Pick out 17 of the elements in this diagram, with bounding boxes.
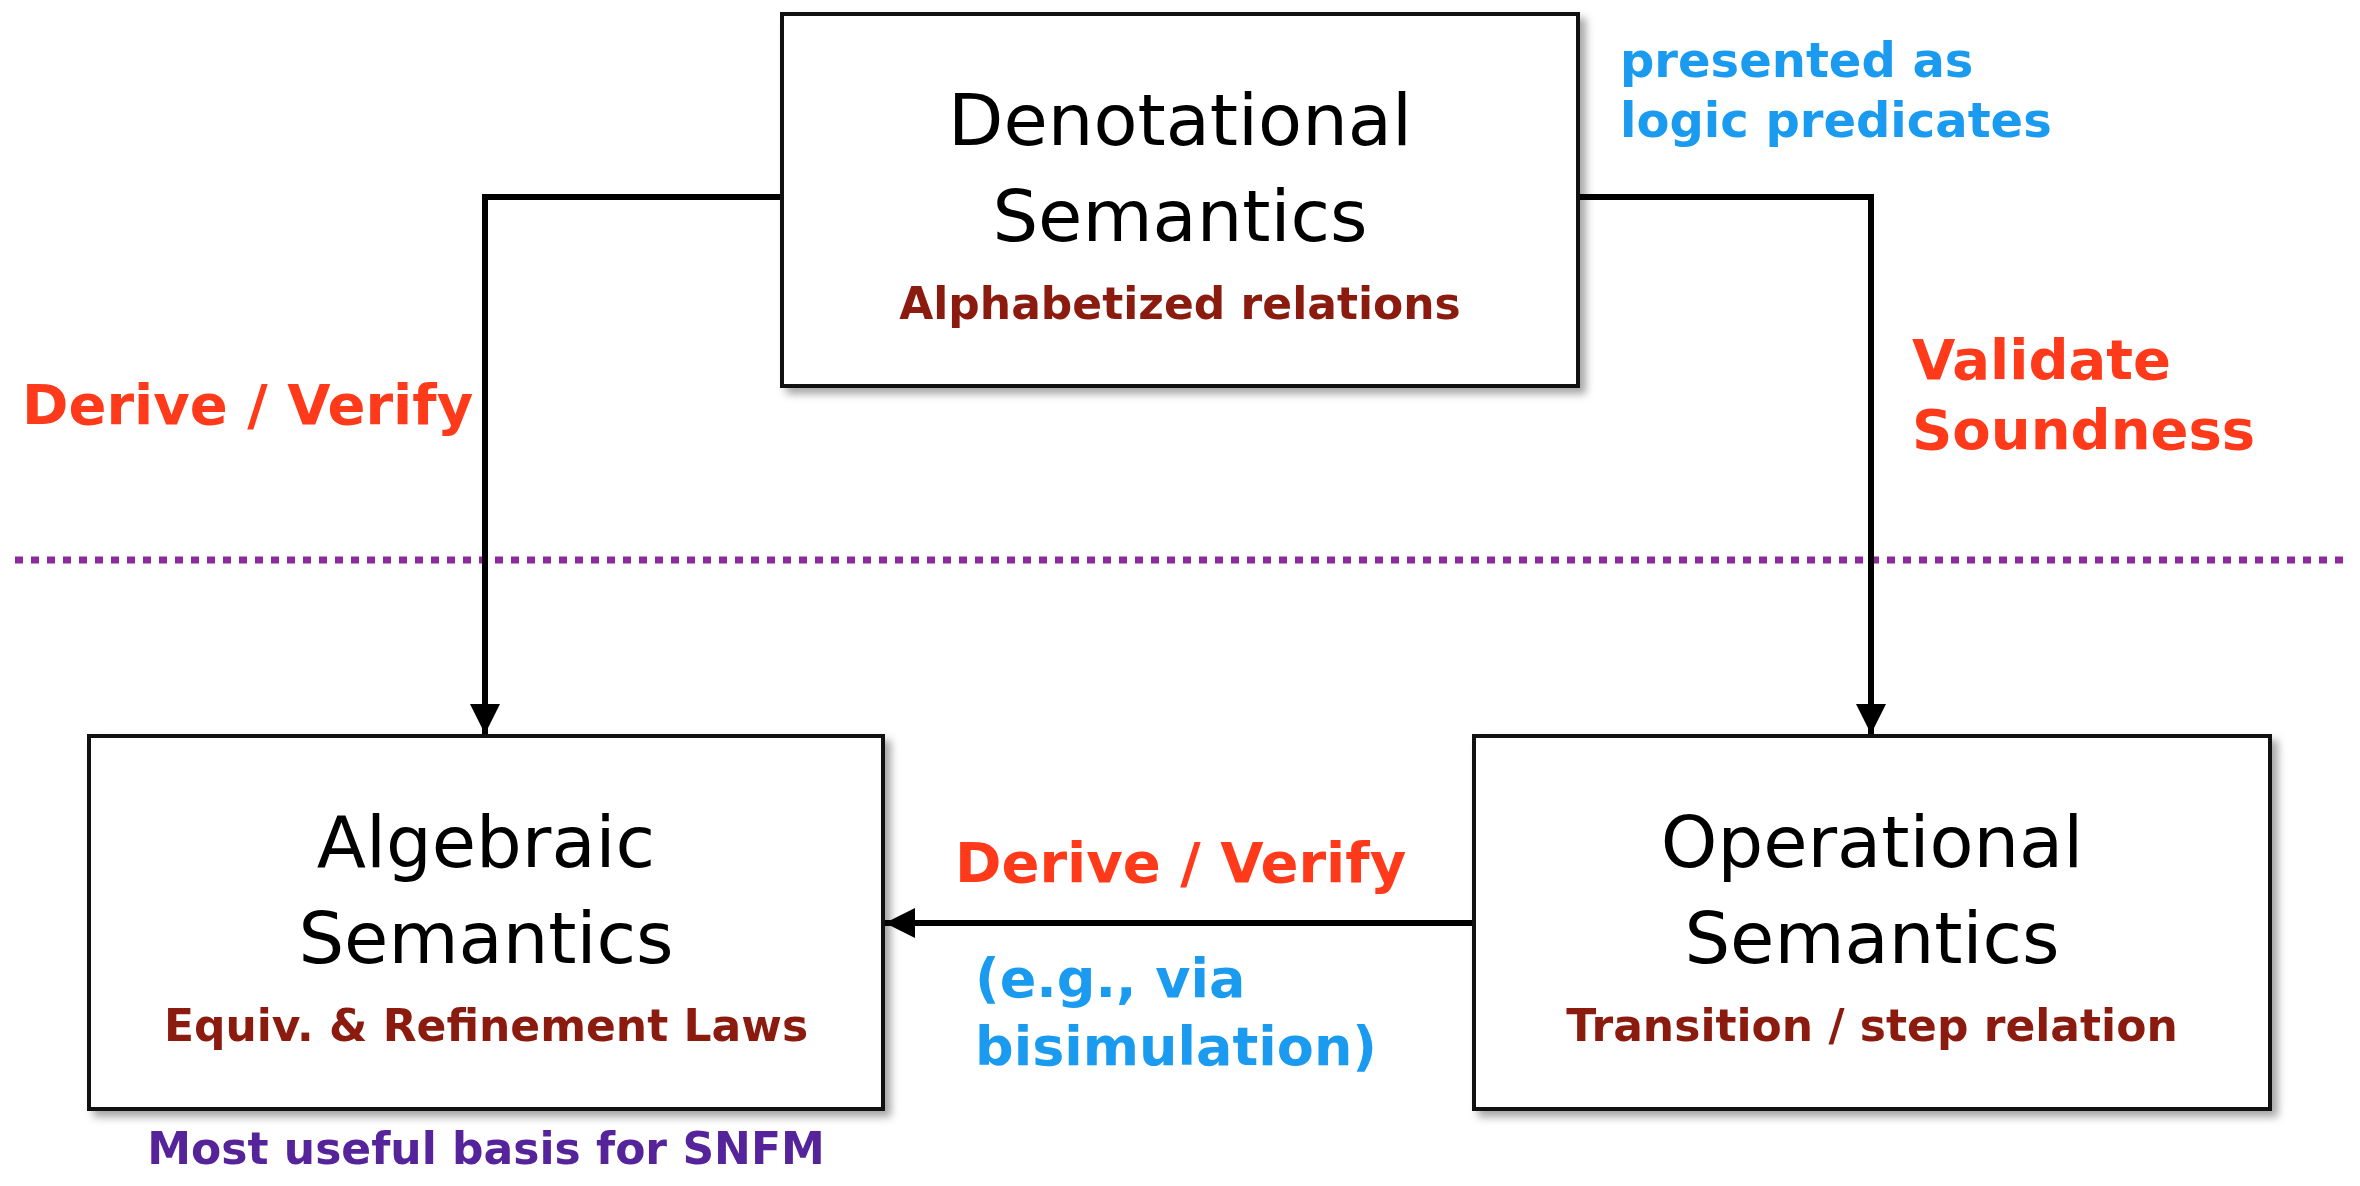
box-subtitle: Equiv. & Refinement Laws — [163, 1000, 809, 1051]
annotation-text: presented as logic predicates — [1620, 31, 2053, 150]
box-title: Operational Semantics — [1659, 799, 2085, 982]
box-subtitle: Alphabetized relations — [899, 277, 1461, 329]
box-note: Most useful basis for SNFM — [146, 1123, 826, 1174]
annotation-text: (e.g., via bisimulation) — [975, 946, 1379, 1080]
box-subtitle: Transition / step relation — [1566, 1000, 2178, 1051]
arrow — [470, 194, 780, 734]
edge-label: Derive / Verify — [22, 371, 475, 439]
edge-label: Derive / Verify — [955, 829, 1408, 897]
box-title: Algebraic Semantics — [297, 799, 675, 982]
arrow — [885, 908, 1472, 938]
semantics-box — [1472, 734, 2272, 1111]
edge-label: Validate Soundness — [1912, 326, 2257, 464]
arrow — [1580, 194, 1886, 734]
semantics-box — [780, 12, 1580, 388]
box-title: Denotational Semantics — [947, 76, 1413, 260]
